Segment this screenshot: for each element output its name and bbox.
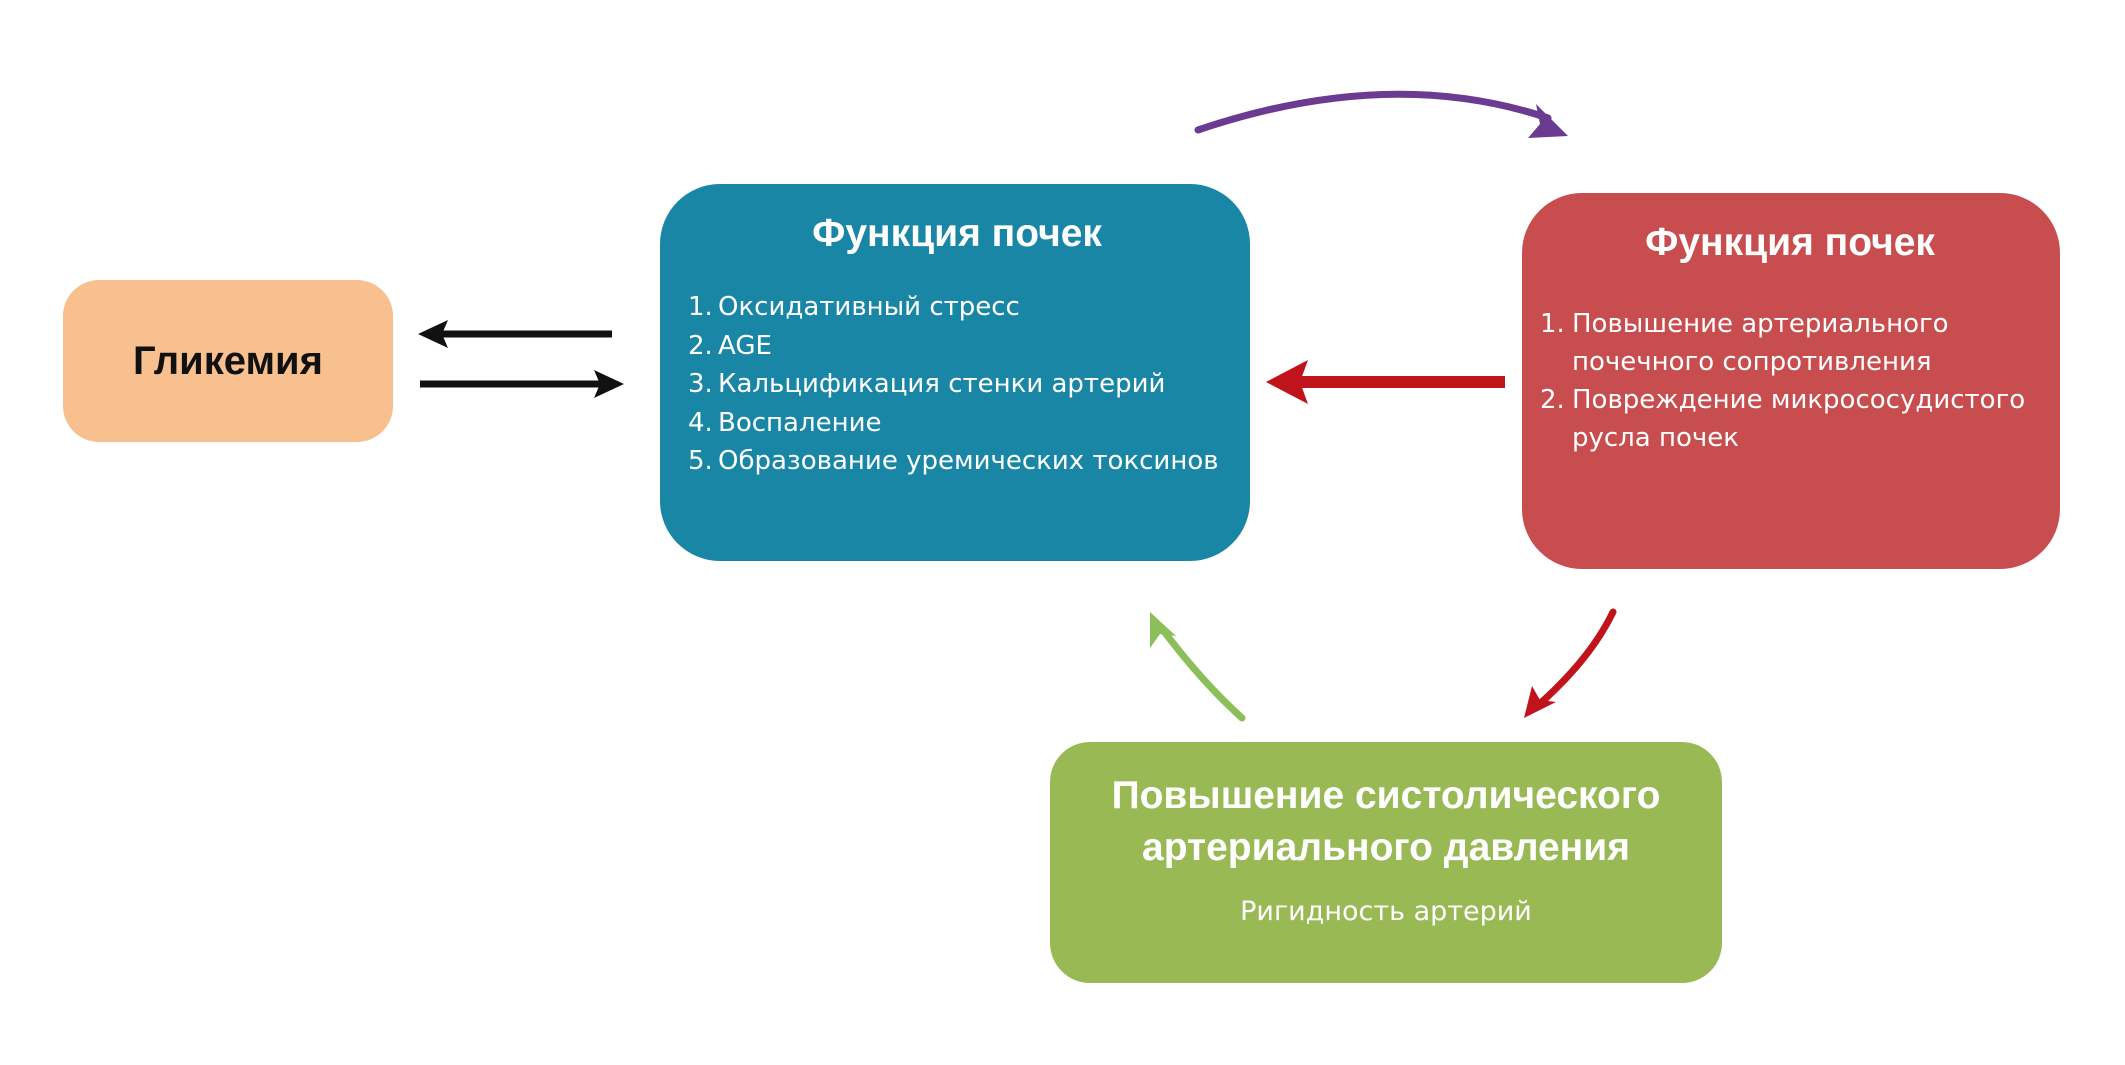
glycemia-title: Гликемия [133, 338, 323, 383]
systolic-pressure-title: Повышение систолического артериального д… [1111, 774, 1661, 869]
list-item-text: Кальцификация стенки артерий [718, 369, 1166, 399]
systolic-pressure-box: Повышение систолического артериального д… [1050, 742, 1722, 983]
list-item-number: 4. [688, 407, 713, 438]
list-item: 3.Кальцификация стенки артерий [688, 365, 1226, 404]
list-item-number: 5. [688, 446, 713, 476]
list-item: 1.Повышение артериального почечного сопр… [1540, 305, 2040, 381]
list-item: 2.Повреждение микрососудистого русла поч… [1540, 381, 2040, 457]
kidney-function-title-blue: Функция почек [812, 212, 1102, 255]
kidney-blue-list: 1.Оксидативный стресс 2.AGE 3.Кальцифика… [688, 288, 1226, 481]
arterial-stiffness-label: Ригидность артерий [1240, 896, 1532, 927]
arrow-to-glycemia [418, 320, 612, 348]
arrow-to-kidney-blue [420, 370, 624, 398]
list-item-number: 2. [1540, 385, 1565, 415]
list-item: 1.Оксидативный стресс [688, 288, 1226, 327]
list-item: 2.AGE [688, 327, 1226, 366]
kidney-function-box-red: Функция почек 1.Повышение артериального … [1522, 193, 2060, 569]
arrow-red-left [1266, 360, 1505, 404]
list-item-number: 3. [688, 369, 713, 399]
list-item-number: 2. [688, 330, 713, 361]
kidney-function-title-red: Функция почек [1645, 221, 1935, 264]
list-item-text: Повышение артериального почечного сопрот… [1572, 309, 1949, 377]
arrow-purple-curve [1194, 90, 1568, 138]
list-item: 5.Образование уремических токсинов [688, 442, 1226, 481]
kidney-red-list: 1.Повышение артериального почечного сопр… [1540, 305, 2040, 457]
list-item-number: 1. [688, 292, 713, 322]
list-item-number: 1. [1540, 309, 1565, 339]
arrow-red-down [1524, 608, 1617, 718]
list-item-text: AGE [718, 330, 772, 361]
list-item-text: Оксидативный стресс [718, 292, 1020, 322]
list-item-text: Воспаление [718, 407, 882, 438]
kidney-function-box-blue: Функция почек 1.Оксидативный стресс 2.AG… [660, 184, 1250, 561]
list-item-text: Повреждение микрососудистого русла почек [1572, 385, 2026, 453]
list-item: 4.Воспаление [688, 404, 1226, 443]
arrow-green-up [1150, 612, 1246, 722]
glycemia-box: Гликемия [63, 280, 393, 442]
list-item-text: Образование уремических токсинов [718, 446, 1219, 476]
